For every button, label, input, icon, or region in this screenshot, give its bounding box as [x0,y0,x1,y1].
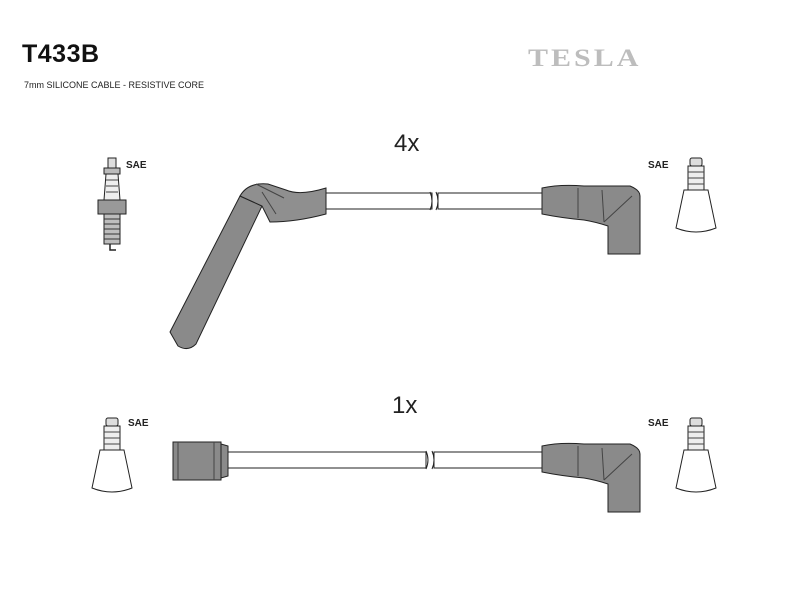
straight-boot-top-left [169,183,327,350]
sae-label-spark-plug: SAE [126,160,147,171]
sae-terminal-icon [91,417,133,493]
quantity-label-bottom: 1x [392,392,418,419]
cable-bottom [225,450,545,470]
angled-boot-top-right [541,184,641,255]
cable-description: 7mm SILICONE CABLE - RESISTIVE CORE [24,80,205,90]
part-code: T433B [22,40,100,68]
sae-terminal-icon [675,417,717,493]
brand-logo: TESLA [528,44,642,73]
cable-assembly-top [169,183,641,350]
sae-label-top-right: SAE [648,160,669,171]
sae-terminal-icon [675,157,717,233]
cable-assembly-bottom [172,441,641,513]
cable-top [325,191,545,211]
straight-boot-bottom-left [172,441,229,481]
sae-label-bottom-left: SAE [128,418,149,429]
sae-label-bottom-right: SAE [648,418,669,429]
spark-plug-icon [97,157,127,251]
quantity-label-top: 4x [394,130,420,157]
angled-boot-bottom-right [541,442,641,513]
